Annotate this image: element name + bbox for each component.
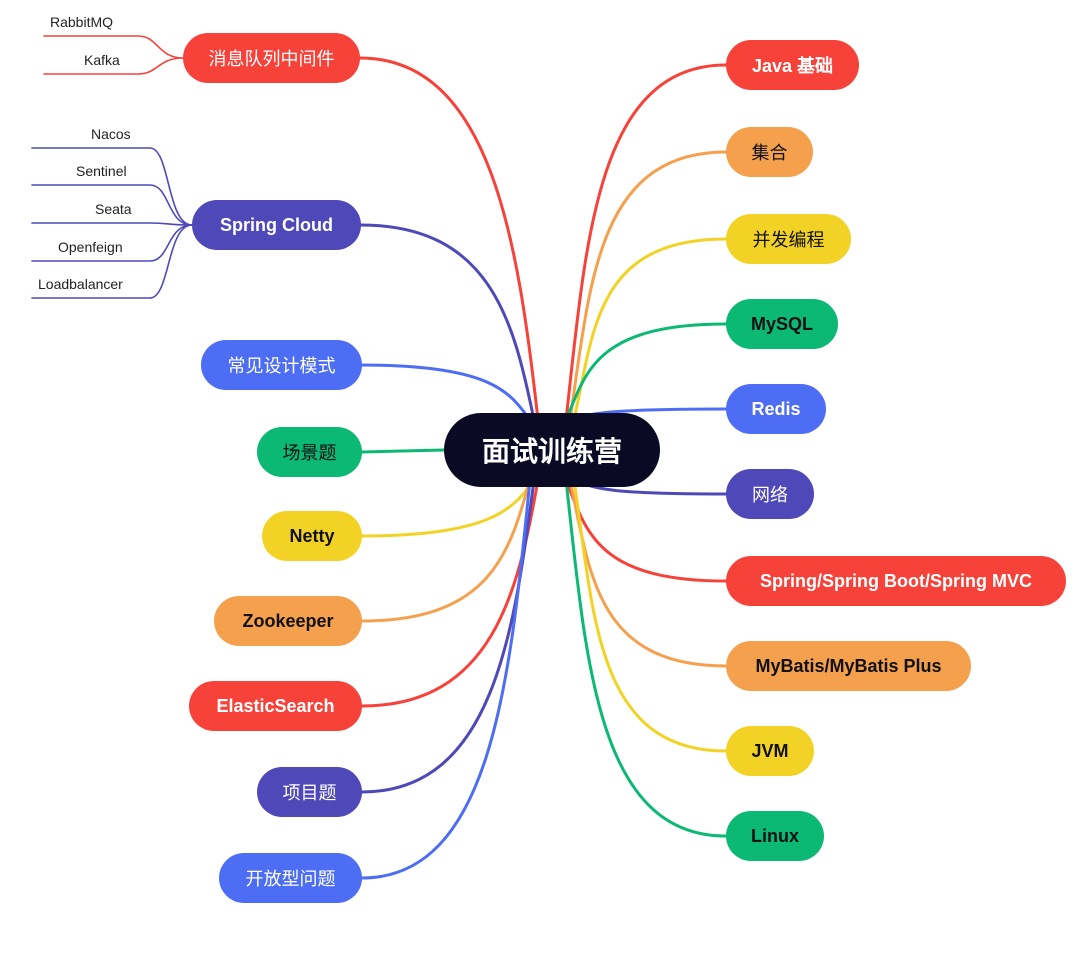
connector-left-2 [360, 363, 532, 422]
leaf-nacos[interactable]: Nacos [91, 126, 131, 142]
branch-mysql[interactable]: MySQL [726, 299, 838, 349]
connector-right-1 [568, 150, 728, 422]
branch-concurrency[interactable]: 并发编程 [726, 214, 851, 264]
connector-left-7 [360, 478, 536, 794]
connector-left-1 [359, 223, 536, 422]
connector-right-7 [568, 478, 728, 668]
branch-network[interactable]: 网络 [726, 469, 814, 519]
branch-jvm[interactable]: JVM [726, 726, 814, 776]
branch-linux[interactable]: Linux [726, 811, 824, 861]
connector-left-0 [358, 56, 540, 422]
leaf-sentinel[interactable]: Sentinel [76, 163, 127, 179]
connector-right-3 [564, 322, 728, 422]
branch-open-questions[interactable]: 开放型问题 [219, 853, 362, 903]
connector-leaf-0-0 [43, 35, 184, 59]
connector-right-8 [572, 478, 728, 753]
branch-zookeeper[interactable]: Zookeeper [214, 596, 362, 646]
leaf-openfeign[interactable]: Openfeign [58, 239, 123, 255]
branch-design-patterns[interactable]: 常见设计模式 [201, 340, 362, 390]
branch-mybatis[interactable]: MyBatis/MyBatis Plus [726, 641, 971, 691]
branch-netty[interactable]: Netty [262, 511, 362, 561]
center-node[interactable]: 面试训练营 [444, 413, 660, 487]
connector-leaf-1-2 [31, 222, 193, 226]
connector-left-5 [360, 478, 532, 623]
connector-right-0 [564, 63, 728, 422]
connector-leaf-0-1 [43, 57, 184, 75]
connector-left-3 [360, 448, 446, 454]
branch-project-questions[interactable]: 项目题 [257, 767, 362, 817]
connector-right-9 [564, 478, 728, 838]
connector-left-6 [360, 478, 540, 708]
leaf-kafka[interactable]: Kafka [84, 52, 120, 68]
branch-scenario-questions[interactable]: 场景题 [257, 427, 362, 477]
branch-message-queue[interactable]: 消息队列中间件 [183, 33, 360, 83]
branch-collections[interactable]: 集合 [726, 127, 813, 177]
leaf-seata[interactable]: Seata [95, 201, 132, 217]
leaf-loadbalancer[interactable]: Loadbalancer [38, 276, 123, 292]
connector-leaf-1-0 [31, 147, 193, 226]
connector-leaf-1-1 [31, 184, 193, 226]
connector-left-4 [360, 478, 536, 538]
leaf-rabbitmq[interactable]: RabbitMQ [50, 14, 114, 30]
branch-spring[interactable]: Spring/Spring Boot/Spring MVC [726, 556, 1066, 606]
connector-left-8 [360, 478, 532, 880]
connector-leaf-1-4 [31, 224, 193, 299]
branch-java-basics[interactable]: Java 基础 [726, 40, 859, 90]
branch-elasticsearch[interactable]: ElasticSearch [189, 681, 362, 731]
connector-leaf-1-3 [31, 224, 193, 262]
branch-spring-cloud[interactable]: Spring Cloud [192, 200, 361, 250]
branch-redis[interactable]: Redis [726, 384, 826, 434]
